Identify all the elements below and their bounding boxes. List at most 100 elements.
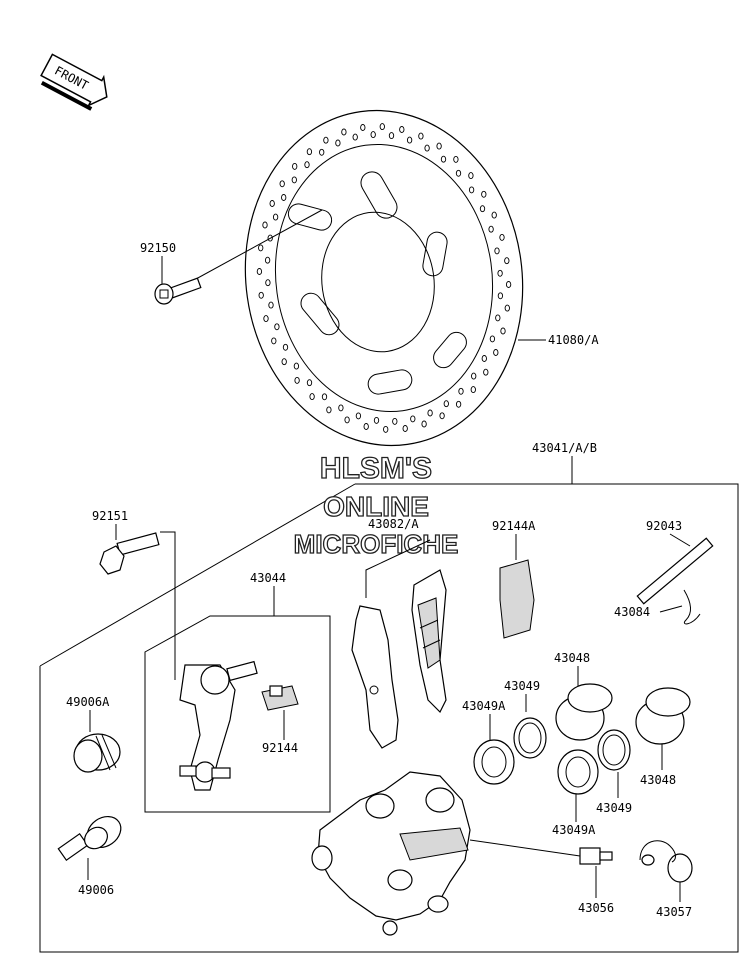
disc-drill-hole [263, 315, 269, 323]
disc-drill-hole [418, 132, 424, 140]
disc-drill-hole [379, 123, 385, 131]
disc-drill-hole [256, 268, 263, 275]
label-43084: 43084 [614, 605, 650, 619]
piston-43048-upper [555, 683, 613, 741]
disc-bolt-92150 [154, 209, 323, 305]
disc-drill-hole [265, 279, 271, 287]
disc-drill-hole [281, 194, 287, 201]
label-49006a: 49006A [66, 695, 110, 709]
disc-drill-hole [493, 349, 499, 356]
disc-drill-hole [468, 186, 475, 194]
disc-drill-hole [499, 233, 505, 241]
disc-drill-hole [271, 337, 277, 345]
disc-drill-hole [440, 155, 447, 163]
disc-drill-hole [281, 358, 287, 366]
label-92151: 92151 [92, 509, 128, 523]
disc-drill-hole [491, 211, 497, 219]
disc-drill-hole [326, 406, 332, 414]
disc-drill-hole [306, 148, 313, 156]
brake-disc [244, 109, 524, 447]
label-43082-a: 43082/A [368, 517, 419, 531]
disc-drill-hole [470, 386, 476, 394]
dust-seal-43049a-upper [473, 739, 515, 785]
label-43056: 43056 [578, 901, 614, 915]
disc-drill-hole [279, 180, 285, 188]
label-43057: 43057 [656, 905, 692, 919]
disc-drill-hole [504, 257, 510, 265]
disc-drill-hole [436, 142, 442, 150]
disc-drill-hole [489, 335, 496, 343]
label-92150: 92150 [140, 241, 176, 255]
caliper-bracket-43044 [179, 660, 258, 791]
disc-drill-hole [399, 126, 405, 133]
label-92144a: 92144A [492, 519, 536, 533]
disc-drill-hole [471, 372, 477, 380]
pad-pin-92043 [636, 537, 714, 605]
disc-drill-hole [483, 368, 489, 376]
pad-shim-92144a [499, 559, 535, 639]
disc-drill-hole [321, 393, 328, 401]
watermark-line-3: MICROFICHE [294, 529, 459, 559]
piston-seal-43049-upper [513, 717, 547, 759]
disc-drill-hole [427, 409, 433, 417]
disc-drill-hole [291, 176, 297, 184]
disc-drill-hole [424, 144, 430, 152]
disc-drill-hole [468, 172, 474, 180]
disc-drill-hole [479, 205, 486, 213]
disc-drill-hole [392, 417, 398, 425]
label-43048-lower: 43048 [640, 773, 676, 787]
disc-drill-hole [282, 343, 289, 351]
disc-drill-hole [323, 136, 329, 144]
label-43044: 43044 [250, 571, 286, 585]
front-arrow-badge: FRONT [40, 53, 108, 111]
disc-drill-hole [443, 400, 449, 408]
disc-drill-hole [264, 256, 271, 264]
disc-drill-hole [497, 292, 504, 300]
disc-drill-hole [373, 416, 380, 424]
disc-drill-hole [453, 155, 459, 163]
disc-drill-hole [370, 131, 376, 139]
label-92144: 92144 [262, 741, 298, 755]
disc-drill-hole [421, 420, 427, 428]
label-43041-a-b: 43041/A/B [532, 441, 597, 455]
disc-drill-hole [293, 362, 300, 370]
disc-drill-hole [355, 412, 362, 420]
disc-drill-hole [258, 291, 264, 299]
label-92043: 92043 [646, 519, 682, 533]
disc-drill-hole [455, 400, 462, 408]
label-49006: 49006 [78, 883, 114, 897]
dust-seal-43049a-lower [557, 749, 599, 795]
disc-drill-hole [352, 133, 358, 141]
disc-drill-hole [439, 412, 445, 420]
disc-drill-hole [306, 379, 313, 387]
disc-drill-hole [268, 301, 274, 309]
disc-drill-hole [494, 247, 500, 255]
disc-drill-hole [319, 148, 325, 156]
disc-drill-hole [269, 200, 275, 207]
piston-seal-43049-lower [597, 729, 631, 771]
disc-drill-hole [294, 376, 300, 384]
disc-drill-hole [481, 190, 487, 198]
label-43049a-upper: 43049A [462, 699, 506, 713]
watermark-line-2: ONLINE [323, 491, 429, 522]
disc-drill-hole [388, 132, 395, 140]
disc-drill-hole [495, 314, 501, 322]
caliper-body [311, 771, 471, 936]
disc-drill-hole [458, 387, 464, 395]
disc-drill-hole [304, 161, 310, 169]
label-43049a-lower: 43049A [552, 823, 596, 837]
disc-drill-hole [481, 355, 487, 362]
disc-drill-hole [505, 281, 512, 288]
label-41080-a: 41080/A [548, 333, 599, 347]
disc-drill-hole [497, 269, 503, 277]
watermark-line-1: HLSM'S [320, 452, 432, 485]
piston-43048-lower [635, 687, 691, 745]
watermark: HLSM'S ONLINE MICROFICHE [293, 451, 459, 559]
disc-drill-hole [338, 404, 344, 412]
disc-drill-hole [360, 124, 366, 131]
disc-drill-hole [488, 225, 494, 233]
boot-49006 [57, 815, 122, 862]
disc-drill-hole [410, 415, 416, 423]
disc-drill-hole [262, 221, 268, 229]
